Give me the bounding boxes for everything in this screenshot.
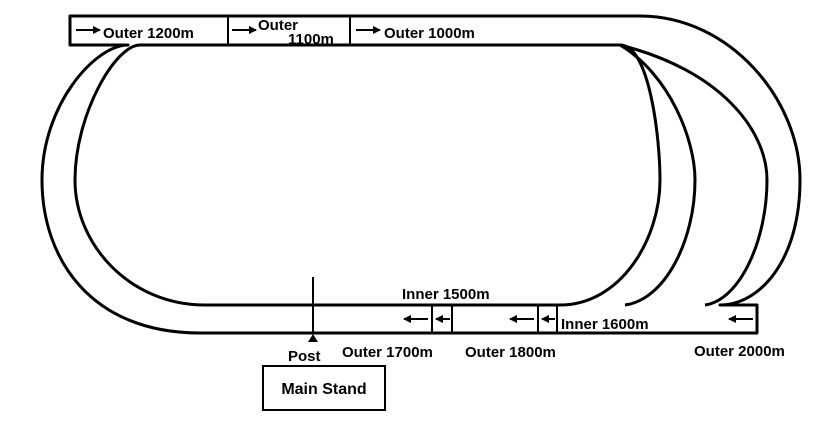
- middle-course-rail: [619, 43, 769, 307]
- label-main-stand: Main Stand: [281, 381, 366, 398]
- label-outer-1100-line2: 1100m: [288, 31, 334, 48]
- label-outer-1700: Outer 1700m: [342, 344, 433, 361]
- label-outer-1000: Outer 1000m: [384, 25, 475, 42]
- inner-course-rail: [619, 43, 697, 307]
- outer-track-rail: [40, 14, 802, 335]
- label-post: Post: [288, 348, 321, 365]
- label-outer-1800: Outer 1800m: [465, 344, 556, 361]
- inner-track-rail: [73, 43, 662, 307]
- label-inner-1500: Inner 1500m: [402, 286, 490, 303]
- main-stand-box: [262, 365, 386, 411]
- label-outer-1100-line1: Outer: [258, 17, 298, 34]
- triangle-up-icon: [308, 334, 318, 342]
- label-inner-1600: Inner 1600m: [561, 316, 649, 333]
- label-outer-1200: Outer 1200m: [103, 25, 194, 42]
- label-outer-2000: Outer 2000m: [694, 343, 785, 360]
